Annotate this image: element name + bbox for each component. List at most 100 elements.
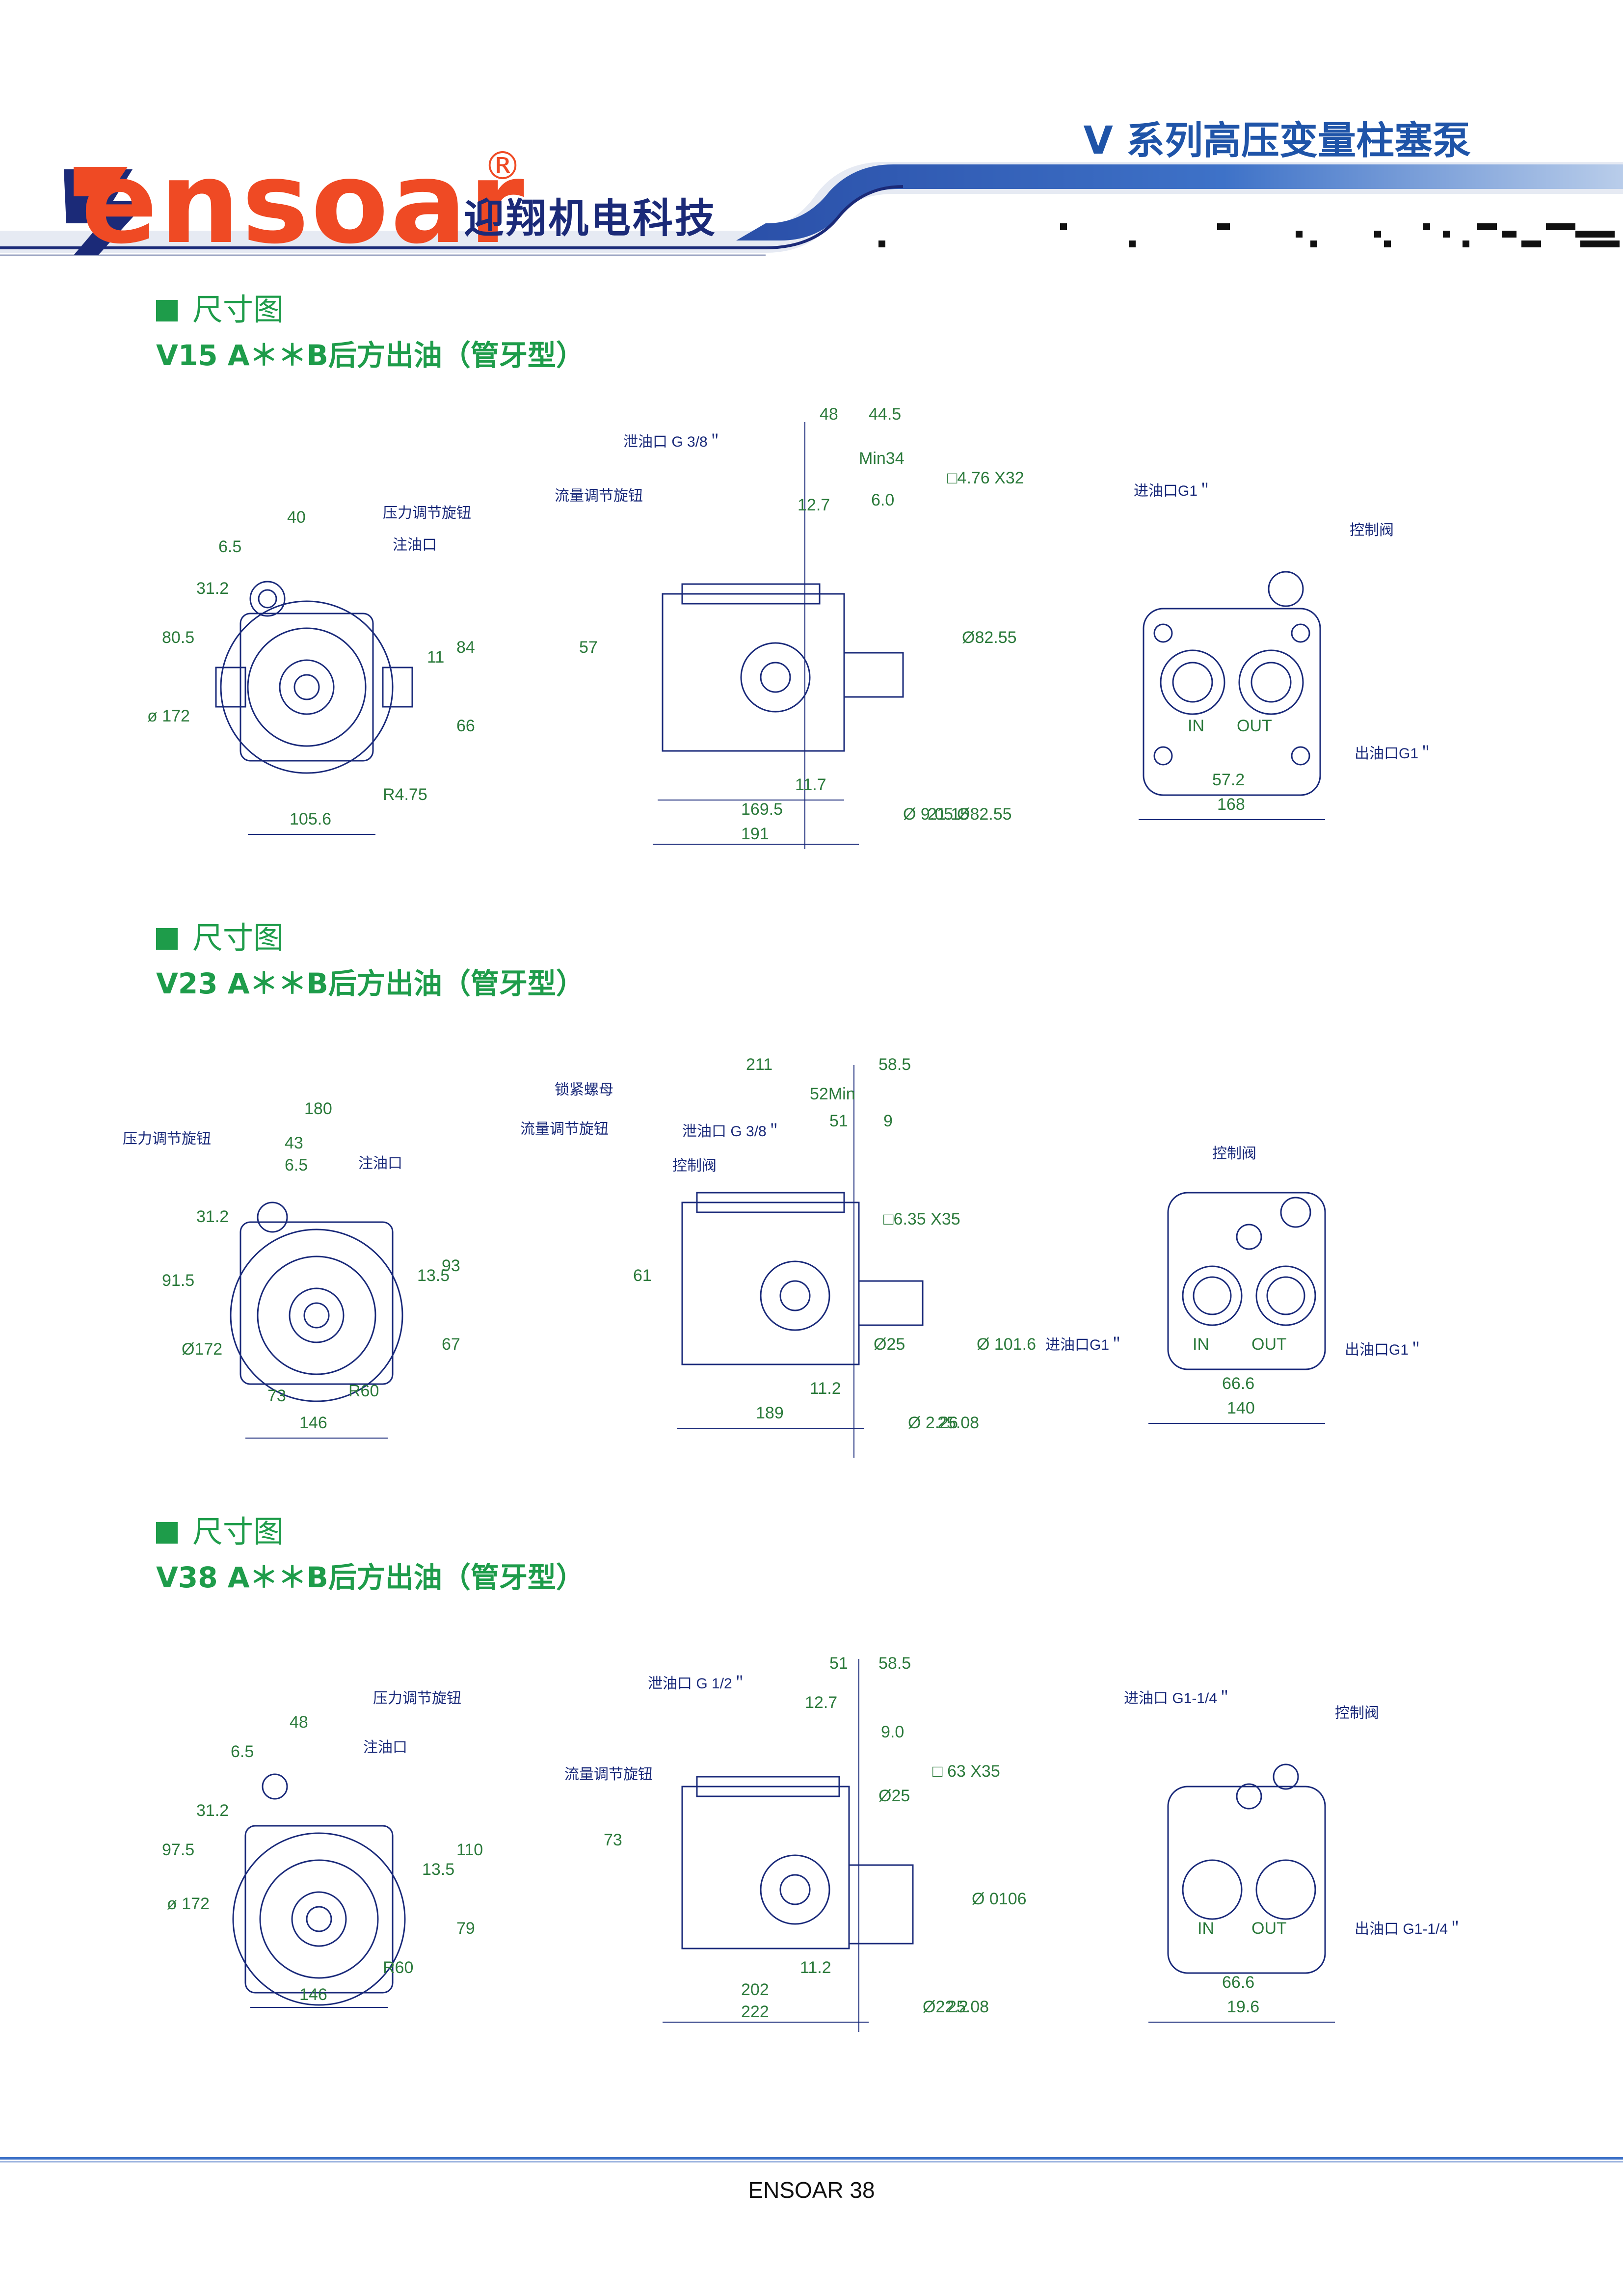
dim-label: ø 172 bbox=[167, 1895, 210, 1913]
dim-label: □6.35 X35 bbox=[883, 1210, 960, 1228]
section-heading: 尺寸图 bbox=[156, 1517, 284, 1547]
callout-label: 注油口 bbox=[393, 537, 437, 553]
port-label: OUT bbox=[1237, 717, 1272, 735]
drawing-v23: 180 43 6.5 31.2 91.5 93 13.5 67 73 146 R… bbox=[123, 1055, 1423, 1458]
callout-label: 出油口G1＂ bbox=[1355, 746, 1433, 762]
dim-label: 140 bbox=[1227, 1399, 1255, 1417]
dim-label: 67 bbox=[442, 1335, 460, 1354]
dim-label: 31.2 bbox=[196, 1207, 229, 1226]
callout-label: 控制阀 bbox=[672, 1158, 717, 1174]
callout-label: 流量调节旋钮 bbox=[564, 1766, 653, 1783]
port-label: IN bbox=[1188, 717, 1204, 735]
dim-label: 13.5 bbox=[422, 1860, 454, 1879]
callout-label: 泄油口 G 3/8＂ bbox=[682, 1123, 781, 1140]
dimension-section-v15: 尺寸图 V15 A＊＊B后方出油（管牙型） 40 6.5 31.2 80.5 8… bbox=[0, 290, 1623, 879]
callout-label: 注油口 bbox=[358, 1155, 402, 1172]
page-footer: ENSOAR 38 bbox=[748, 2177, 875, 2203]
callout-label: 进油口G1＂ bbox=[1134, 483, 1212, 499]
callout-label: 压力调节旋钮 bbox=[383, 505, 471, 521]
dim-label: 66.6 bbox=[1222, 1973, 1254, 1992]
dim-label: 40 bbox=[287, 508, 306, 527]
dim-label: Ø 0106 bbox=[972, 1890, 1027, 1908]
dim-label: ø 172 bbox=[147, 707, 190, 725]
dim-label: Ø82.55 bbox=[962, 628, 1017, 647]
dim-label: Ø25 bbox=[878, 1787, 910, 1805]
dim-label: 6.5 bbox=[285, 1156, 308, 1175]
callout-label: 进油口 G1-1/4＂ bbox=[1124, 1690, 1232, 1707]
dim-label: Ø172 bbox=[182, 1340, 222, 1359]
dim-label: 202 bbox=[741, 1980, 769, 1999]
dim-label: 11.7 bbox=[795, 775, 826, 794]
dim-label: Ø 9.05 bbox=[903, 805, 953, 824]
section-subtitle: V38 A＊＊B后方出油（管牙型） bbox=[156, 1561, 585, 1594]
callout-label: 出油口 G1-1/4＂ bbox=[1355, 1921, 1463, 1937]
page-header: ensoar ® 迎翔机电科技 V 系列高压变量柱塞泵 bbox=[0, 0, 1623, 275]
drawing-v38: 48 6.5 31.2 97.5 110 13.5 79 146 R60 ø 1… bbox=[162, 1654, 1463, 2032]
dim-label: 180 bbox=[304, 1099, 332, 1118]
callout-label: 控制阀 bbox=[1350, 522, 1394, 538]
port-label: OUT bbox=[1251, 1919, 1287, 1938]
callout-label: 控制阀 bbox=[1212, 1146, 1256, 1162]
dim-label: 48 bbox=[290, 1713, 308, 1732]
dim-label: Ø22.2 bbox=[923, 1998, 968, 2016]
dim-label: 211 bbox=[746, 1055, 772, 1074]
dim-label: 51 bbox=[829, 1112, 848, 1130]
dim-label: 146 bbox=[299, 1414, 327, 1432]
dim-label: 58.5 bbox=[878, 1654, 911, 1673]
dim-label: 12.7 bbox=[798, 496, 830, 514]
callout-label: 流量调节旋钮 bbox=[555, 488, 643, 504]
series-title: V 系列高压变量柱塞泵 bbox=[1083, 119, 1471, 163]
brand-wordmark: ensoar bbox=[81, 138, 527, 269]
dim-label: 25.08 bbox=[947, 1998, 989, 2016]
dim-label: 189 bbox=[756, 1404, 784, 1422]
bullet-square-icon bbox=[156, 928, 178, 950]
port-label: IN bbox=[1193, 1335, 1209, 1354]
dim-label: 105.6 bbox=[290, 810, 331, 828]
dim-label: 11.2 bbox=[810, 1379, 841, 1398]
dim-label: 168 bbox=[1217, 795, 1245, 814]
callout-label: 注油口 bbox=[363, 1739, 407, 1756]
dim-label: 25.08 bbox=[937, 1414, 979, 1432]
dim-label: Ø82.55 bbox=[957, 805, 1012, 824]
dim-label: 13.5 bbox=[417, 1266, 450, 1285]
dim-label: Ø25 bbox=[874, 1335, 905, 1354]
dim-label: 66 bbox=[456, 717, 475, 735]
dim-label: Min34 bbox=[859, 449, 905, 468]
dim-label: 91.5 bbox=[162, 1271, 194, 1290]
dim-label: 6.5 bbox=[231, 1742, 254, 1761]
dim-label: 51 bbox=[829, 1654, 848, 1673]
dim-label: Ø 101.6 bbox=[977, 1335, 1036, 1354]
dim-label: 73 bbox=[267, 1387, 286, 1405]
callout-label: 流量调节旋钮 bbox=[520, 1121, 609, 1137]
dim-label: 9 bbox=[883, 1112, 893, 1130]
dim-label: Ø 2.26 bbox=[908, 1414, 958, 1432]
section-heading: 尺寸图 bbox=[156, 294, 284, 325]
section-subtitle: V15 A＊＊B后方出油（管牙型） bbox=[156, 339, 585, 372]
dim-label: 12.7 bbox=[805, 1693, 837, 1712]
dim-label: 110 bbox=[456, 1841, 483, 1859]
callout-label: 锁紧螺母 bbox=[555, 1082, 613, 1098]
dim-label: 146 bbox=[299, 1985, 327, 2004]
callout-label: 压力调节旋钮 bbox=[373, 1690, 461, 1707]
section-subtitle: V23 A＊＊B后方出油（管牙型） bbox=[156, 967, 585, 1000]
dim-label: □4.76 X32 bbox=[947, 469, 1024, 487]
dim-label: 93 bbox=[442, 1256, 460, 1275]
dim-label: 58.5 bbox=[878, 1055, 911, 1074]
section-heading: 尺寸图 bbox=[156, 923, 284, 953]
dimension-section-v38: 尺寸图 V38 A＊＊B后方出油（管牙型） 48 6.5 31.2 97.5 1… bbox=[0, 1512, 1623, 2101]
bullet-square-icon bbox=[156, 300, 178, 321]
drawing-v15: 40 6.5 31.2 80.5 84 11 66 105.6 R4.75 ø … bbox=[147, 405, 1433, 849]
callout-label: 泄油口 G 3/8＂ bbox=[623, 434, 722, 450]
dim-label: R60 bbox=[348, 1382, 379, 1400]
dim-label: 84 bbox=[456, 638, 475, 657]
dim-label: 97.5 bbox=[162, 1841, 194, 1859]
callout-label: 进油口G1＂ bbox=[1045, 1337, 1124, 1353]
header-dot-pattern bbox=[878, 223, 1620, 247]
dim-label: 52Min bbox=[810, 1085, 855, 1103]
callout-label: 控制阀 bbox=[1335, 1705, 1379, 1721]
dim-label: 11.2 bbox=[800, 1958, 831, 1977]
dim-label: 11 bbox=[427, 648, 444, 667]
dim-label: 44.5 bbox=[869, 405, 901, 424]
footer-rule bbox=[0, 2157, 1623, 2163]
dim-label: 66.6 bbox=[1222, 1374, 1254, 1393]
